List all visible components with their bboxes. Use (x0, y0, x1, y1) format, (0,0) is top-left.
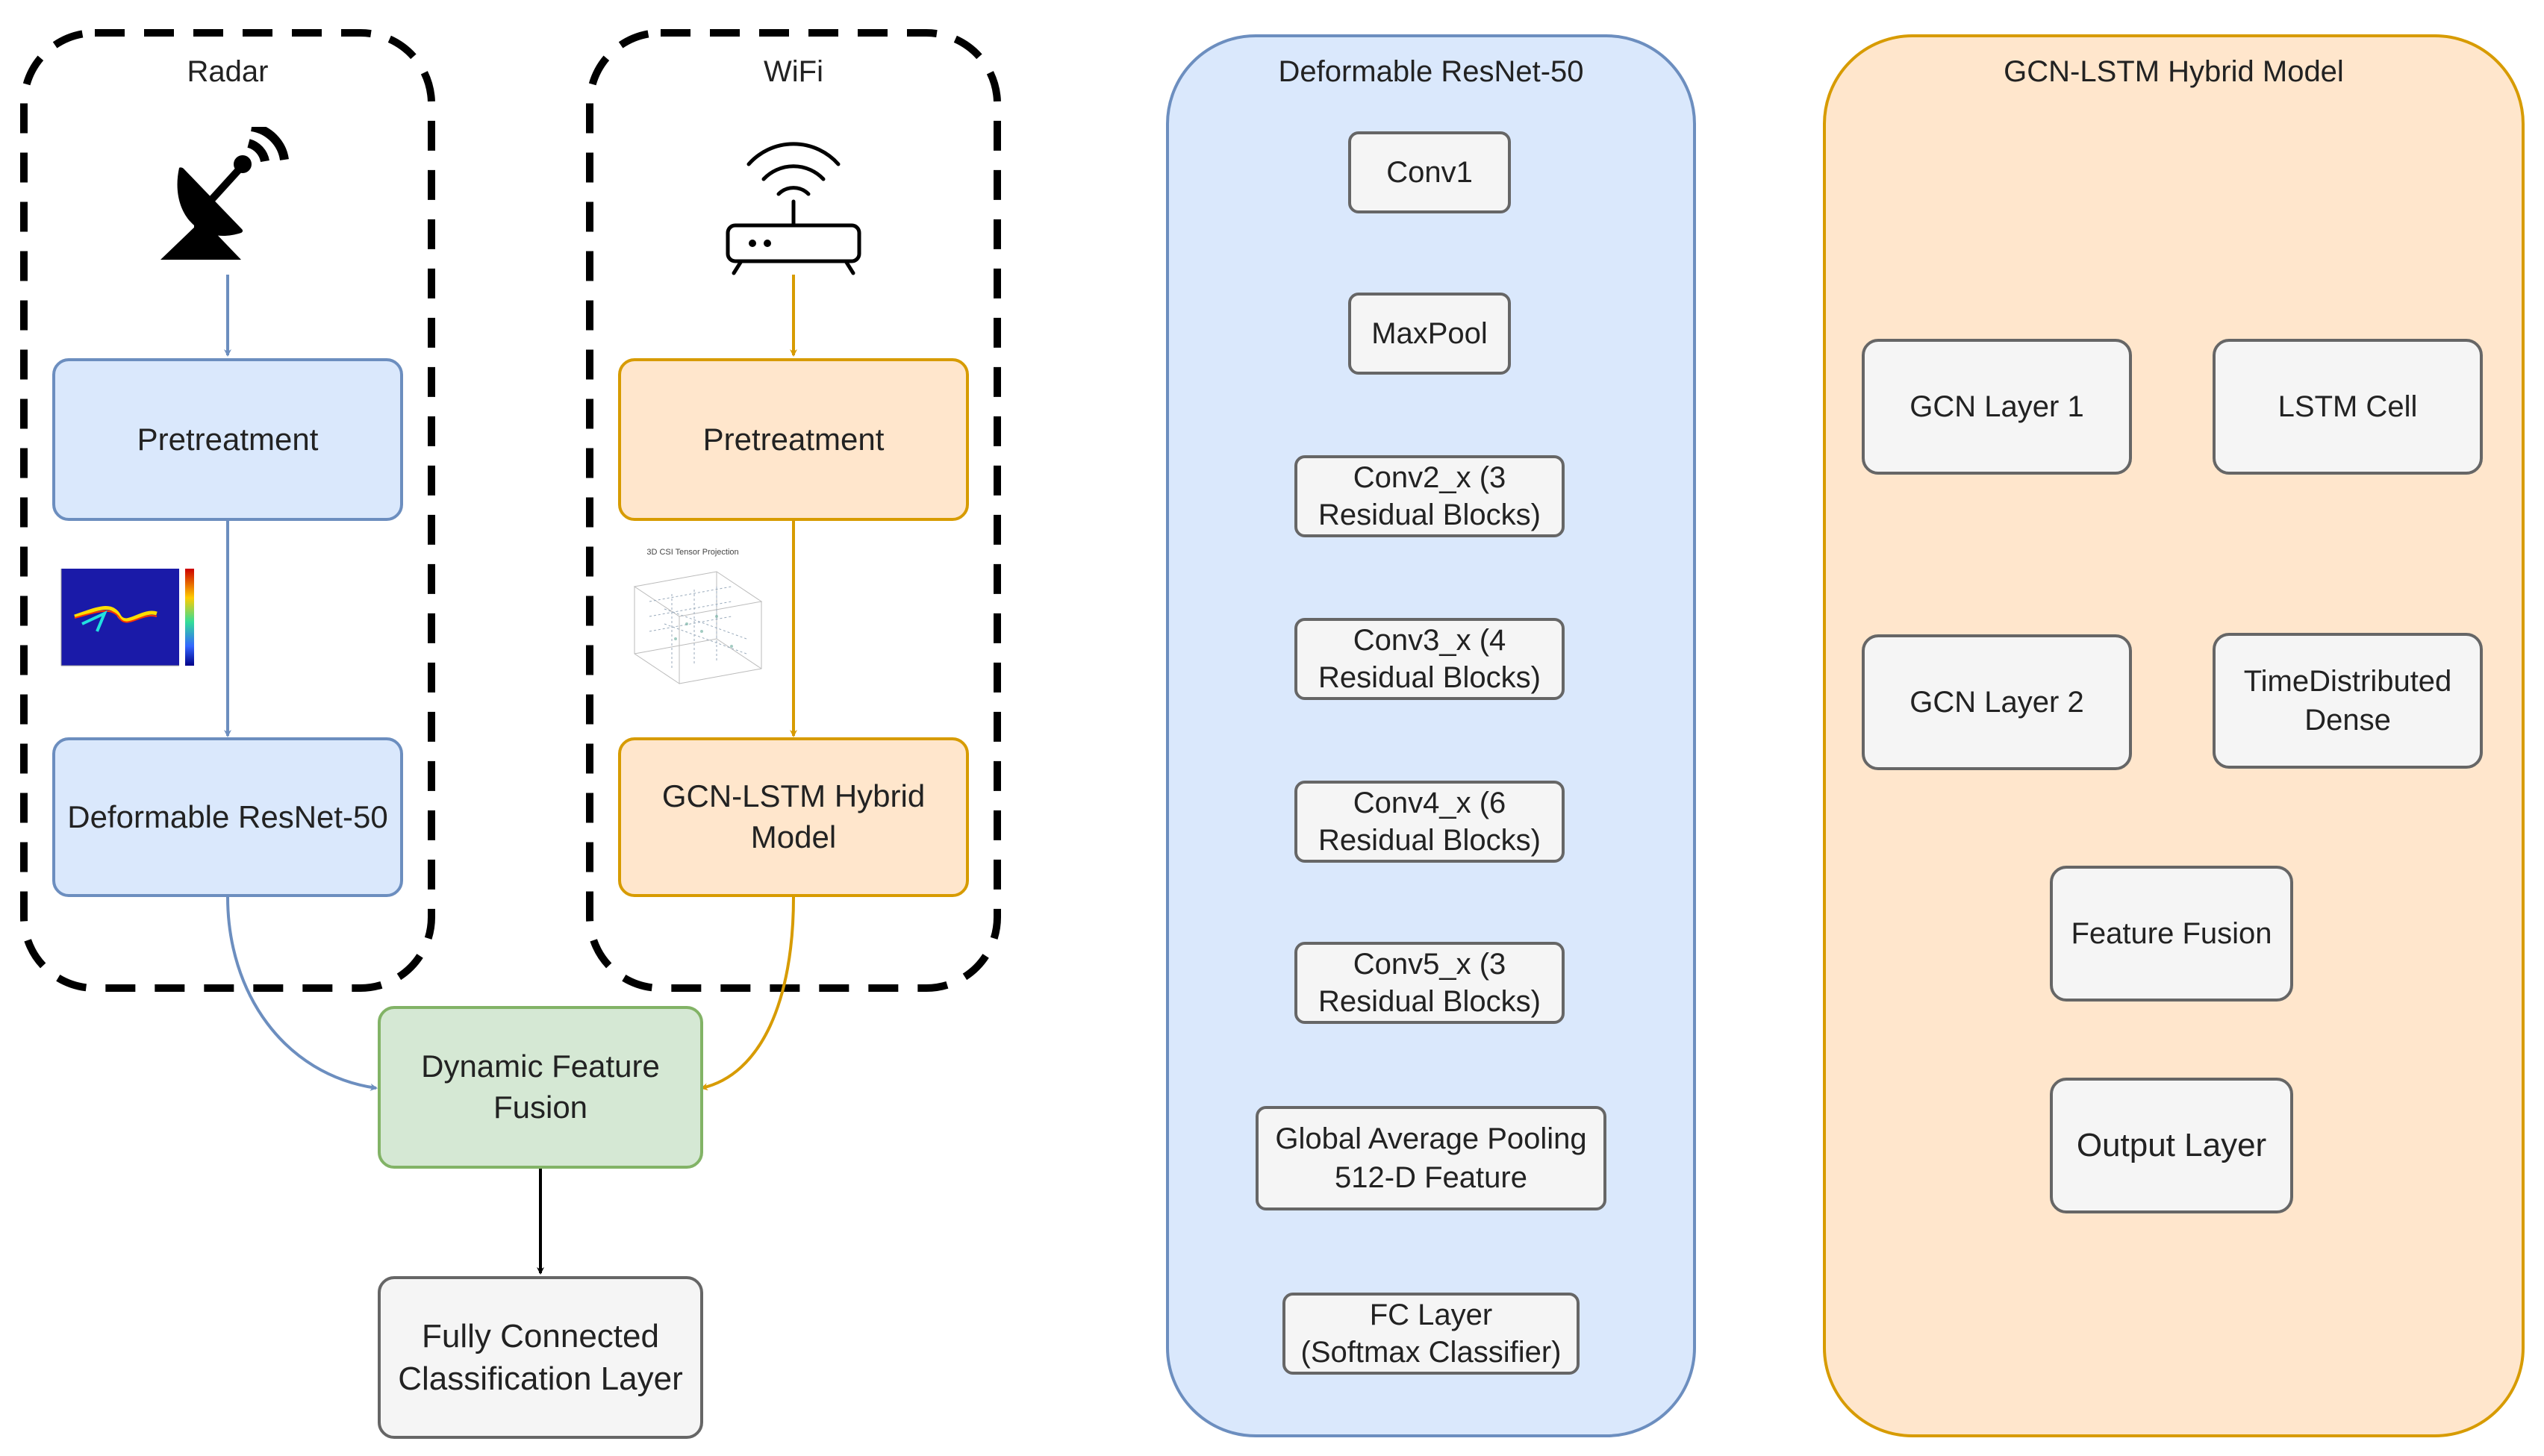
output-layer-node: Output Layer (2050, 1078, 2293, 1213)
resnet-layer: Conv1 (1348, 131, 1511, 213)
classification-layer-node: Fully Connected Classification Layer (378, 1276, 703, 1439)
radar-resnet-node: Deformable ResNet-50 (52, 737, 403, 897)
resnet-layer: MaxPool (1348, 293, 1511, 375)
csi-plot-title: 3D CSI Tensor Projection (646, 548, 739, 557)
csi-tensor-thumbnail: 3D CSI Tensor Projection (605, 542, 781, 699)
gcn-layer-1-node: GCN Layer 1 (1862, 339, 2132, 475)
arrow-wifi-to-fusion (700, 896, 795, 1091)
radar-pretreatment-node: Pretreatment (52, 358, 403, 521)
satellite-dish-icon (160, 127, 289, 260)
feature-fusion-node: Feature Fusion (2050, 866, 2293, 1002)
wifi-pretreatment-node: Pretreatment (618, 358, 969, 521)
resnet-panel (1166, 34, 1696, 1437)
resnet-layer: Conv4_x (6 Residual Blocks) (1294, 781, 1565, 863)
resnet-layer: Conv3_x (4 Residual Blocks) (1294, 618, 1565, 700)
radar-group-border (20, 29, 435, 992)
gcn-layer-2-node: GCN Layer 2 (1862, 634, 2132, 770)
radar-spectrogram-thumbnail (52, 564, 215, 699)
resnet-panel-title: Deformable ResNet-50 (1278, 55, 1584, 88)
lstm-cell-node: LSTM Cell (2213, 339, 2483, 475)
resnet-layer: FC Layer (Softmax Classifier) (1282, 1293, 1580, 1375)
wifi-group-border (586, 29, 1001, 992)
radar-group-title: Radar (187, 55, 269, 88)
timedistributed-dense-node: TimeDistributed Dense (2213, 633, 2483, 769)
resnet-layer: Conv5_x (3 Residual Blocks) (1294, 942, 1565, 1024)
resnet-layer: Conv2_x (3 Residual Blocks) (1294, 455, 1565, 537)
arrow-radar-to-fusion (226, 896, 378, 1091)
wifi-gcn-lstm-node: GCN-LSTM Hybrid Model (618, 737, 969, 897)
wifi-group-title: WiFi (764, 55, 823, 88)
gcn-panel-title: GCN-LSTM Hybrid Model (2004, 55, 2344, 88)
dynamic-feature-fusion-node: Dynamic Feature Fusion (378, 1006, 703, 1169)
resnet-layer: Global Average Pooling 512-D Feature (1256, 1106, 1606, 1210)
wifi-router-icon (726, 142, 861, 275)
